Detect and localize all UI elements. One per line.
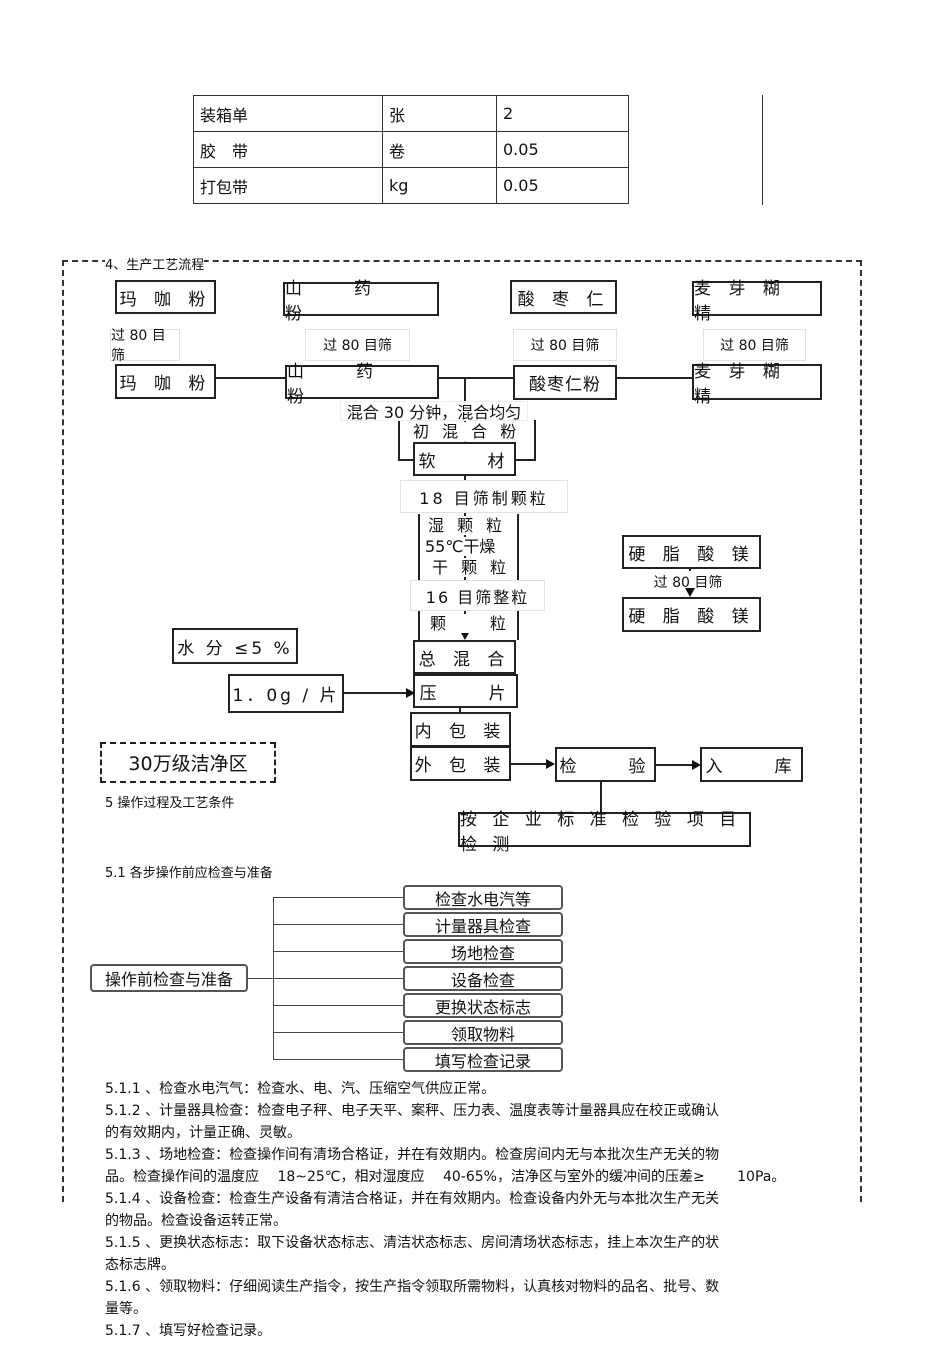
mindmap-line [273,924,403,925]
mindmap-line [273,1005,403,1006]
powder-jujube: 酸枣仁粉 [513,365,617,400]
paragraph-line: 5.1.4 、设备检查：检查生产设备有清洁合格证，并在有效期内。检查设备内外无与… [105,1191,720,1207]
inspection: 检 验 [555,747,656,782]
mindmap-line [230,978,273,979]
mindmap-line [273,951,403,952]
arrow-right-icon [546,759,555,769]
mg-stearate-raw: 硬 脂 酸 镁 [622,535,761,569]
powder-maca: 玛 咖 粉 [115,364,216,399]
warehousing: 入 库 [700,747,803,782]
cell: 胶 带 [193,131,383,168]
pre-mix-label: 初 混 合 粉 [413,422,521,441]
flow-title: 4、生产工艺流程 [105,254,205,273]
sieve-label: 过 80 目筛 [513,329,617,361]
mindmap-root: 操作前检查与准备 [90,964,248,992]
cell: 0.05 [496,131,629,168]
flow-arrow-line [459,707,461,712]
powder-maltodextrin: 麦 芽 糊 精 [692,362,822,407]
paragraph-line: 态标志牌。 [105,1257,175,1273]
clean-zone-label: 30万级洁净区 [100,742,276,783]
paragraph-line: 量等。 [105,1301,147,1317]
flow-arrow-line [656,764,693,766]
section-heading: 5 操作过程及工艺条件 [105,796,235,811]
moisture-spec: 水 分 ≤5 % [172,628,298,664]
sieve-label: 过 80 目筛 [305,329,410,361]
arrow-right-icon [406,688,415,698]
mindmap-line [273,1059,403,1060]
mindmap-item: 领取物料 [403,1020,563,1045]
arrow-down-icon [460,631,470,640]
granulate-step: 18 目筛制颗粒 [400,480,568,513]
mindmap-item: 设备检查 [403,966,563,991]
side-line [418,514,420,640]
standard-testing: 按 企 业 标 准 检 验 项 目 检 测 [458,810,751,855]
paragraph-line: 5.1.1 、检查水电汽气：检查水、电、汽、压缩空气供应正常。 [105,1081,496,1097]
tablet-weight-spec: 1．0g / 片 [228,674,344,713]
arrow-down-icon [685,588,695,597]
paragraph-line: 5.1.5 、更换状态标志：取下设备状态标志、清洁状态标志、房间清场状态标志，挂… [105,1235,720,1251]
inner-packaging: 内 包 装 [410,712,511,747]
paragraph-line: 5.1.7 、填写好检查记录。 [105,1323,272,1339]
raw-jujube: 酸 枣 仁 [510,280,617,314]
tablet-press: 压 片 [413,674,518,708]
paragraph-line: 5.1.2 、计量器具检查：检查电子秤、电子天平、案秤、压力表、温度表等计量器具… [105,1103,720,1119]
cell: 2 [496,95,629,132]
granule-label: 颗 粒 [430,614,511,633]
table-edge-line [762,95,763,205]
dry-granule-label: 干 颗 粒 [432,558,511,577]
sieve-label: 过 80 目筛 [642,571,734,593]
raw-maca: 玛 咖 粉 [115,280,216,314]
raw-maltodextrin: 麦 芽 糊 精 [692,279,822,324]
mindmap-item: 场地检查 [403,939,563,964]
bracket-line [398,420,400,461]
flow-frame [62,260,862,1202]
mindmap-line [273,897,403,898]
mindmap-item: 计量器具检查 [403,912,563,937]
outer-packaging: 外 包 装 [410,746,511,781]
mindmap-item: 检查水电汽等 [403,885,563,910]
arrow-right-icon [692,760,701,770]
wet-granule-label: 湿 颗 粒 [428,516,507,535]
cell: 卷 [382,131,497,168]
cell: 打包带 [193,167,383,204]
cell: 张 [382,95,497,132]
mindmap-item: 填写检查记录 [403,1047,563,1072]
mix-label: 混合 30 分钟，混合均匀 [340,401,528,422]
cell: 装箱单 [193,95,383,132]
paragraph-line: 品。检查操作间的温度应 18~25℃，相对湿度应 40-65%，洁净区与室外的缓… [105,1169,786,1185]
connector-line [600,782,602,812]
section-heading: 5.1 各步操作前应检查与准备 [105,866,273,881]
bracket-line [515,459,535,461]
side-line [517,514,519,640]
cell: 0.05 [496,167,629,204]
paragraph-line: 5.1.6 、领取物料：仔细阅读生产指令，按生产指令领取所需物料，认真核对物料的… [105,1279,720,1295]
mg-stearate-powder: 硬 脂 酸 镁 [622,597,761,632]
connector-line [215,377,692,379]
cell: kg [382,167,497,204]
paragraph-line: 5.1.3 、场地检查：检查操作间有清场合格证，并在有效期内。检查房间内无与本批… [105,1147,720,1163]
flow-arrow-line [511,763,547,765]
paragraph-line: 的有效期内，计量正确、灵敏。 [105,1125,301,1141]
powder-yam: 山 药 粉 [285,362,439,407]
bracket-line [534,420,536,461]
drying-label: 55℃干燥 [425,537,496,556]
sizing-step: 16 目筛整粒 [410,580,545,611]
flow-arrow-line [343,692,407,694]
soft-material: 软 材 [413,442,516,476]
bracket-line [398,459,414,461]
mindmap-item: 更换状态标志 [403,993,563,1018]
paragraph-line: 的物品。检查设备运转正常。 [105,1213,287,1229]
mindmap-line [273,978,403,979]
raw-yam: 山 药 粉 [283,279,439,324]
total-mix: 总 混 合 [413,640,516,674]
sieve-label: 过 80 目筛 [703,329,806,361]
mindmap-line [273,1032,403,1033]
sieve-label: 过 80 目筛 [110,328,180,364]
